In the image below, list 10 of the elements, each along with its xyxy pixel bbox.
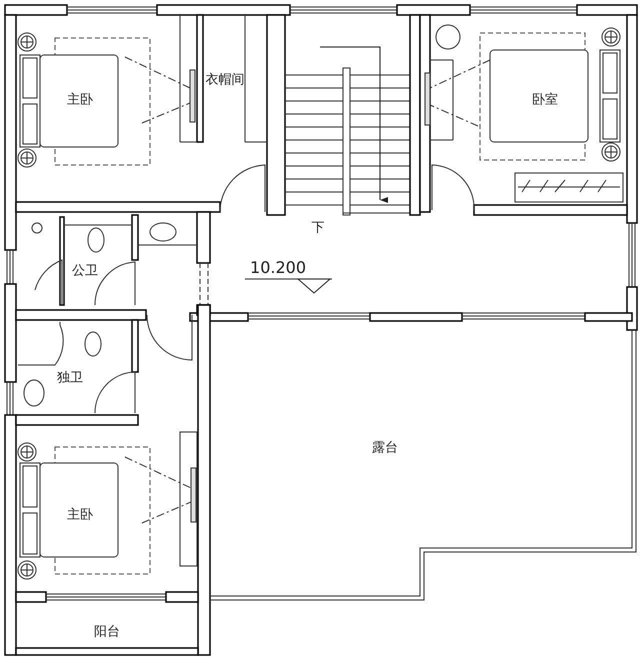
- room-label: 主卧: [67, 508, 93, 522]
- room-label: 独卫: [57, 372, 83, 384]
- room-label: 卧室: [532, 94, 558, 106]
- room-label: 露台: [372, 442, 398, 454]
- room-label: 主卧: [67, 94, 93, 106]
- stair-direction-label: 下: [312, 222, 324, 234]
- room-label: 衣帽间: [206, 74, 244, 86]
- room-label: 阳台: [94, 626, 120, 638]
- elevation-label: 10.200: [250, 260, 306, 276]
- room-label: 公卫: [72, 264, 98, 278]
